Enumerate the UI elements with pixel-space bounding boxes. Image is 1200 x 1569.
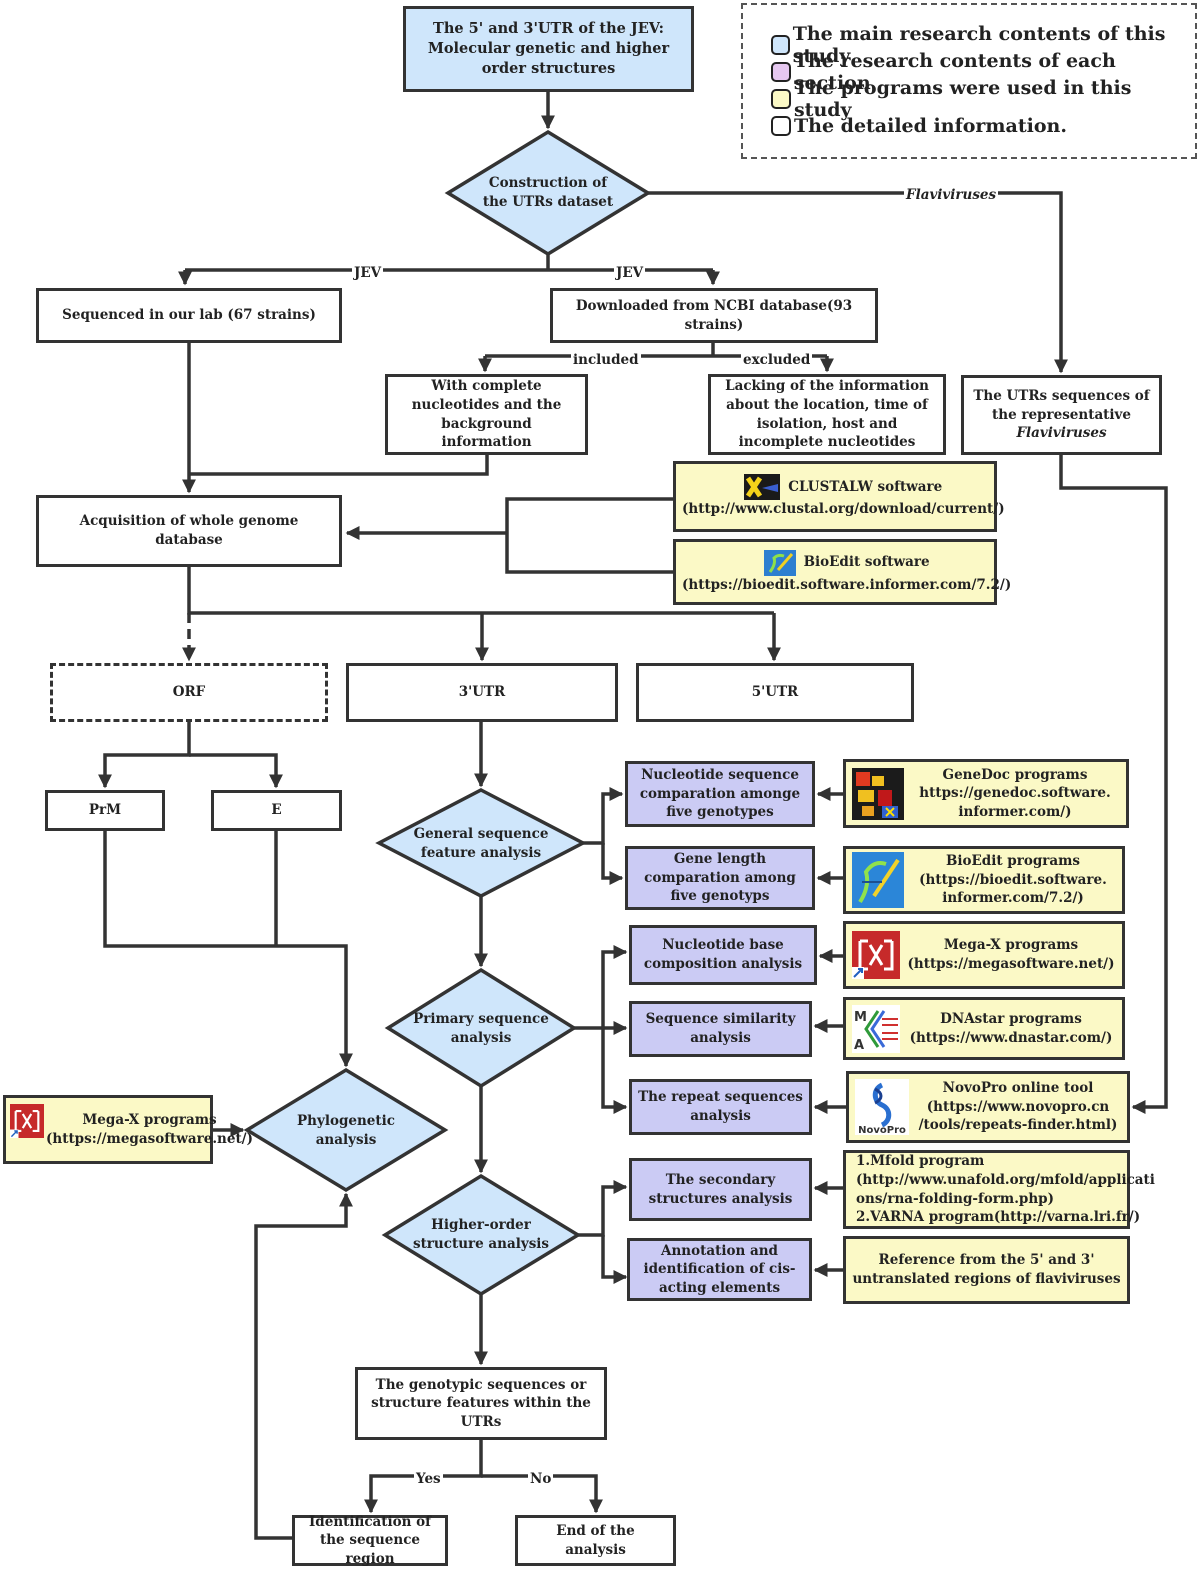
higher-diamond [381,1173,582,1297]
varna-line: 2.VARNA program(http://varna.lri.fr/) [856,1209,1141,1226]
novopro-icon: NovoPro [855,1079,909,1135]
edge-label-no: No [528,1471,554,1487]
bioedit-software-url: (https://bioedit.software.informer.com/7… [682,576,1012,593]
megax-icon [10,1104,44,1138]
genedoc-title: GeneDoc programs [942,766,1088,783]
similarity-node: Sequence similarity analysis [629,1001,812,1057]
megax-left-node: Mega-X programs (https://megasoftware.ne… [3,1095,253,1164]
end-node: End of the analysis [515,1515,676,1566]
legend-label: The main research contents of this study [792,22,1166,67]
secondary-node: The secondary structures analysis [629,1158,812,1221]
flavi-seq-text: The UTRs sequences of the representative [973,388,1150,423]
edge-label-excluded: excluded [741,352,813,368]
megax-right-node: Mega-X programs (https://megasoftware.ne… [843,921,1125,989]
edge-label-jev-right: JEV [614,265,646,281]
reference-line-1: Reference from the 5' and 3' [878,1252,1095,1269]
mfold-line-1: 1.Mfold program [856,1153,985,1170]
megax-right-url: (https://megasoftware.net/) [907,956,1115,972]
lacking-node: Lacking of the information about the loc… [708,374,946,455]
novopro-url-1: (https://www.novopro.cn [926,1098,1110,1115]
clustalw-title: CLUSTALW software [788,478,943,495]
acquisition-node: Acquisition of whole genome database [36,495,342,567]
bioedit-software-title: BioEdit software [803,554,930,571]
edge-label-flaviviruses: Flaviviruses [904,187,999,203]
legend-swatch-white [771,115,791,136]
genedoc-url-2: informer.com/) [958,803,1072,820]
edge-label-included: included [571,352,641,368]
bioedit-icon [852,852,904,908]
legend-label: The research contents of each section [793,49,1116,94]
gene-length-node: Gene length comparation among five genot… [625,846,815,910]
clustalw-icon [744,474,781,501]
utr3-node: 3'UTR [346,663,618,722]
novopro-node: NovoPro NovoPro online tool (https://www… [846,1071,1130,1143]
bioedit-programs-title: BioEdit programs [945,853,1081,870]
dnastar-icon-m: M [854,1010,867,1025]
novopro-url-2: /tools/repeats-finder.html) [918,1117,1118,1134]
identification-node: Identification of the sequence region [292,1514,448,1567]
clustalw-node: CLUSTALW software (http://www.clustal.or… [673,461,1005,532]
mfold-line-3: ons/rna-folding-form.php) [856,1190,1054,1207]
annotation-node: Annotation and identification of cis-act… [627,1238,812,1301]
utr5-node: 5'UTR [636,663,914,722]
megax-left-title: Mega-X programs [82,1111,217,1128]
flavi-seq-italic: Flaviviruses [1016,425,1107,442]
dnastar-node: M A DNAstar programs (https://www.dnasta… [843,997,1125,1060]
with-complete-node: With complete nucleotides and the backgr… [385,374,588,455]
legend-item-details: The detailed information. [771,112,1195,139]
bioedit-programs-url-1: (https://bioedit.software. [919,871,1107,888]
downloaded-node: Downloaded from NCBI database(93 strains… [550,288,878,343]
clustalw-url: (http://www.clustal.org/download/current… [682,501,1005,518]
megax-icon [852,931,900,979]
bioedit-programs-node: BioEdit programs (https://bioedit.softwa… [843,846,1125,914]
legend-item-section: The research contents of each section [771,50,1195,94]
general-diamond [375,788,587,898]
legend-label: The detailed information. [794,114,1067,137]
base-composition-node: Nucleotide base composition analysis [629,925,817,985]
dnastar-icon: M A [852,1004,900,1053]
dnastar-url: (https://www.dnastar.com/) [909,1029,1113,1046]
bioedit-icon [763,549,796,576]
legend-item-main: The main research contents of this study [771,23,1195,67]
dnastar-icon-a: A [854,1038,864,1053]
mfold-line-2: (http://www.unafold.org/mfold/applicati [856,1171,1155,1188]
edge-label-jev-left: JEV [352,265,384,281]
mfold-varna-node: 1.Mfold program (http://www.unafold.org/… [843,1150,1155,1229]
phylo-diamond [243,1067,449,1193]
title-node: The 5' and 3'UTR of the JEV: Molecular g… [403,6,694,92]
primary-diamond [384,967,578,1089]
novopro-title: NovoPro online tool [942,1080,1094,1097]
nt-comparison-node: Nucleotide sequence comparation amonge f… [625,761,815,827]
dnastar-title: DNAstar programs [940,1010,1082,1027]
reference-line-2: untranslated regions of flaviviruses [852,1271,1121,1287]
orf-node: ORF [50,663,328,722]
edge-label-yes: Yes [414,1471,443,1487]
legend-swatch-purple [771,61,791,82]
genedoc-node: GeneDoc programs https://genedoc.softwar… [843,759,1129,828]
sequenced-node: Sequenced in our lab (67 strains) [36,288,342,343]
prm-node: PrM [45,790,165,831]
novopro-icon-text: NovoPro [858,1125,906,1135]
construction-diamond [444,129,652,257]
legend-swatch-yellow [771,88,791,109]
reference-node: Reference from the 5' and 3' untranslate… [843,1236,1130,1304]
megax-right-title: Mega-X programs [943,937,1079,954]
bioedit-programs-url-2: informer.com/7.2/) [942,890,1084,907]
bioedit-software-node: BioEdit software (https://bioedit.softwa… [673,539,1011,605]
legend-item-programs: The programs were used in this study [771,77,1195,121]
flavi-sequences-node: The UTRs sequences of the representative… [961,375,1162,455]
legend-swatch-blue [771,34,790,55]
genedoc-icon [852,767,904,820]
repeat-node: The repeat sequences analysis [629,1079,812,1135]
genedoc-url-1: https://genedoc.software. [919,785,1111,802]
legend-label: The programs were used in this study [793,76,1132,121]
megax-left-url: (https://megasoftware.net/) [46,1130,253,1147]
e-node: E [211,790,342,831]
legend: The main research contents of this study… [741,3,1197,159]
genotypic-node: The genotypic sequences or structure fea… [355,1367,607,1440]
